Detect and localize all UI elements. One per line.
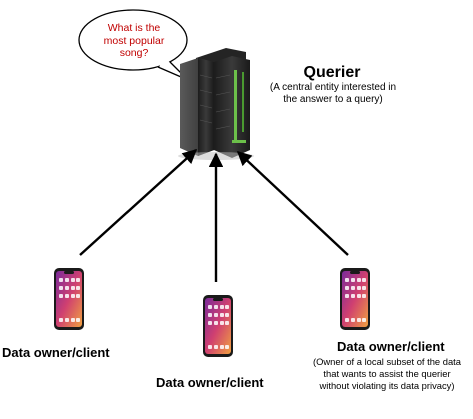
smartphone-icon xyxy=(203,295,233,357)
querier-title: Querier xyxy=(303,64,361,81)
query-question-line: most popular xyxy=(103,34,165,47)
client-label-center: Data owner/client xyxy=(156,375,264,390)
client-description: (Owner of a local subset of the data tha… xyxy=(301,356,473,392)
client-description-line: that wants to assist the querier xyxy=(323,368,451,379)
smartphone-icon xyxy=(340,268,370,330)
server-rack-icon xyxy=(178,48,254,160)
arrow-right-client xyxy=(236,151,349,256)
client-label-left: Data owner/client xyxy=(2,345,110,360)
client-description-line: without violating its data privacy) xyxy=(319,380,455,391)
query-question-line: What is the xyxy=(107,22,161,34)
querier-description-line: the answer to a query) xyxy=(283,94,383,105)
arrow-left-client xyxy=(79,149,198,256)
querier-description-line: (A central entity interested in xyxy=(269,82,397,93)
querier-description: (A central entity interested in the answ… xyxy=(258,82,408,106)
smartphone-icon xyxy=(54,268,84,330)
arrows xyxy=(79,149,349,282)
client-label-right: Data owner/client xyxy=(337,339,445,354)
query-question-text: What is the most popular song? xyxy=(82,22,186,60)
client-description-line: (Owner of a local subset of the data xyxy=(313,356,461,367)
query-question-line: song? xyxy=(119,47,149,59)
